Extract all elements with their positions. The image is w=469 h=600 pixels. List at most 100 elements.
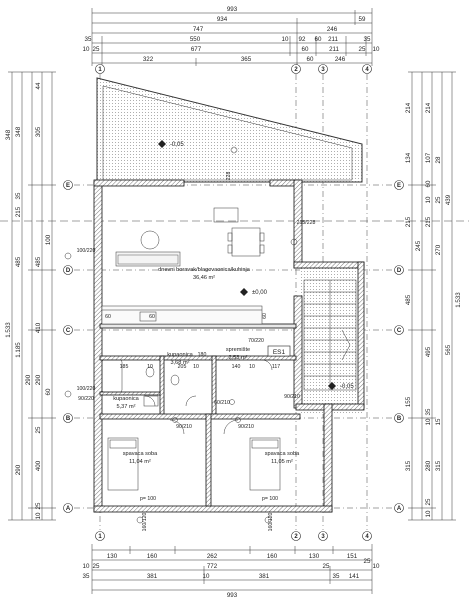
axis-label-4: 4 xyxy=(365,534,369,540)
furniture xyxy=(64,146,357,524)
svg-text:1.185: 1.185 xyxy=(15,342,22,358)
svg-text:280: 280 xyxy=(425,460,432,471)
room-area-living: 36,46 m² xyxy=(193,275,215,281)
axis-labels: E D C B A E D C B A 1 2 3 4 1 2 3 4 xyxy=(66,67,402,540)
axis-bubble-2-bottom xyxy=(291,531,301,541)
axis-label-C: C xyxy=(66,328,71,334)
walls xyxy=(93,179,365,513)
bed-right xyxy=(249,437,281,491)
svg-text:160: 160 xyxy=(267,553,278,560)
stairs xyxy=(303,279,357,391)
axis-label-1: 1 xyxy=(98,67,102,73)
room-area-bathroom-1: 5,37 m² xyxy=(117,404,136,410)
svg-text:245: 245 xyxy=(415,240,422,251)
axis-bubble-A-left xyxy=(63,503,73,513)
axis-bubble-4-top xyxy=(362,64,372,74)
svg-text:565: 565 xyxy=(445,344,452,355)
svg-text:322: 322 xyxy=(143,56,154,63)
level-terrace: -0,05 xyxy=(170,142,184,148)
svg-text:70/220: 70/220 xyxy=(248,338,264,344)
svg-text:205: 205 xyxy=(178,364,187,370)
svg-text:130: 130 xyxy=(107,553,118,560)
svg-text:59: 59 xyxy=(359,16,366,23)
left-dimensions: 348 44 305 348 35 215 485 485 100 1.533 … xyxy=(5,82,52,519)
level-marks: -0,05 ±0,00 -0,05 xyxy=(158,140,354,390)
svg-text:90/220: 90/220 xyxy=(78,396,94,402)
svg-text:25: 25 xyxy=(35,502,42,509)
svg-text:100/220: 100/220 xyxy=(77,386,96,392)
svg-text:25: 25 xyxy=(93,46,100,53)
svg-text:60: 60 xyxy=(315,36,322,43)
svg-text:381: 381 xyxy=(147,573,158,580)
axis-bubble-C-right xyxy=(394,325,404,335)
svg-text:215/228: 215/228 xyxy=(297,220,316,226)
svg-text:180: 180 xyxy=(198,352,207,358)
terrace-area xyxy=(96,77,363,183)
es-tag: ES1 xyxy=(267,345,291,357)
svg-text:10: 10 xyxy=(83,46,90,53)
svg-text:160: 160 xyxy=(147,553,158,560)
svg-text:p= 100: p= 100 xyxy=(262,496,278,502)
svg-text:60/210: 60/210 xyxy=(214,400,230,406)
axis-label-3: 3 xyxy=(321,534,325,540)
axis-label-E: E xyxy=(66,183,70,189)
axis-label-D: D xyxy=(397,268,402,274)
axis-bubble-A-right xyxy=(394,503,404,513)
svg-text:677: 677 xyxy=(191,46,202,53)
svg-text:35: 35 xyxy=(85,36,92,43)
axis-label-B: B xyxy=(397,416,402,422)
svg-text:348: 348 xyxy=(15,126,22,137)
svg-text:100: 100 xyxy=(45,234,52,245)
es-tag-label: ES1 xyxy=(273,349,286,356)
svg-text:10: 10 xyxy=(35,512,42,519)
axis-bubble-D-left xyxy=(63,265,73,275)
room-area-bathroom-2: 3,68 m² xyxy=(171,360,190,366)
svg-text:60: 60 xyxy=(307,56,314,63)
svg-text:215: 215 xyxy=(405,216,412,227)
room-name-bedroom-1: spavaca soba xyxy=(123,451,158,457)
axis-bubble-1-bottom xyxy=(95,531,105,541)
svg-text:934: 934 xyxy=(217,16,228,23)
svg-text:215: 215 xyxy=(15,206,22,217)
svg-text:160/120: 160/120 xyxy=(268,513,274,532)
svg-text:25: 25 xyxy=(359,46,366,53)
svg-text:25: 25 xyxy=(93,563,100,570)
svg-text:214: 214 xyxy=(425,102,432,113)
axis-label-A: A xyxy=(397,506,402,512)
svg-text:107: 107 xyxy=(425,152,432,163)
axis-bubble-D-right xyxy=(394,265,404,275)
axis-bubble-E-left xyxy=(63,180,73,190)
axis-bubble-3-bottom xyxy=(318,531,328,541)
svg-text:151: 151 xyxy=(347,553,358,560)
svg-text:25: 25 xyxy=(425,498,432,505)
svg-text:365: 365 xyxy=(241,56,252,63)
svg-text:439: 439 xyxy=(445,194,452,205)
svg-text:290: 290 xyxy=(15,464,22,475)
kitchen-counter xyxy=(101,305,263,325)
terrace-inner-edge xyxy=(102,85,353,181)
svg-text:130: 130 xyxy=(309,553,320,560)
svg-text:134: 134 xyxy=(405,152,412,163)
axis-label-3: 3 xyxy=(321,67,325,73)
axis-label-E: E xyxy=(397,183,401,189)
svg-text:60: 60 xyxy=(425,180,432,187)
svg-text:747: 747 xyxy=(193,26,204,33)
axis-bubble-C-left xyxy=(63,325,73,335)
axis-bubble-B-left xyxy=(63,413,73,423)
svg-text:10: 10 xyxy=(425,510,432,517)
svg-text:228: 228 xyxy=(226,172,232,181)
svg-text:10: 10 xyxy=(249,364,255,370)
svg-text:155: 155 xyxy=(405,396,412,407)
axis-label-2: 2 xyxy=(294,534,298,540)
level-exterior: -0,05 xyxy=(340,384,354,390)
bed-left xyxy=(107,437,139,491)
axis-label-1: 1 xyxy=(98,534,102,540)
axis-label-C: C xyxy=(397,328,402,334)
top-dimensions: 993 934 59 747 246 35 550 10 92 60 211 3… xyxy=(83,6,380,63)
svg-text:485: 485 xyxy=(35,256,42,267)
opening-labels: 100/220 100/220 90/220 215/228 60/210 90… xyxy=(77,172,316,532)
axis-label-2: 2 xyxy=(294,67,298,73)
svg-text:35: 35 xyxy=(364,36,371,43)
svg-text:315: 315 xyxy=(405,460,412,471)
axis-bubble-2-top xyxy=(291,64,301,74)
